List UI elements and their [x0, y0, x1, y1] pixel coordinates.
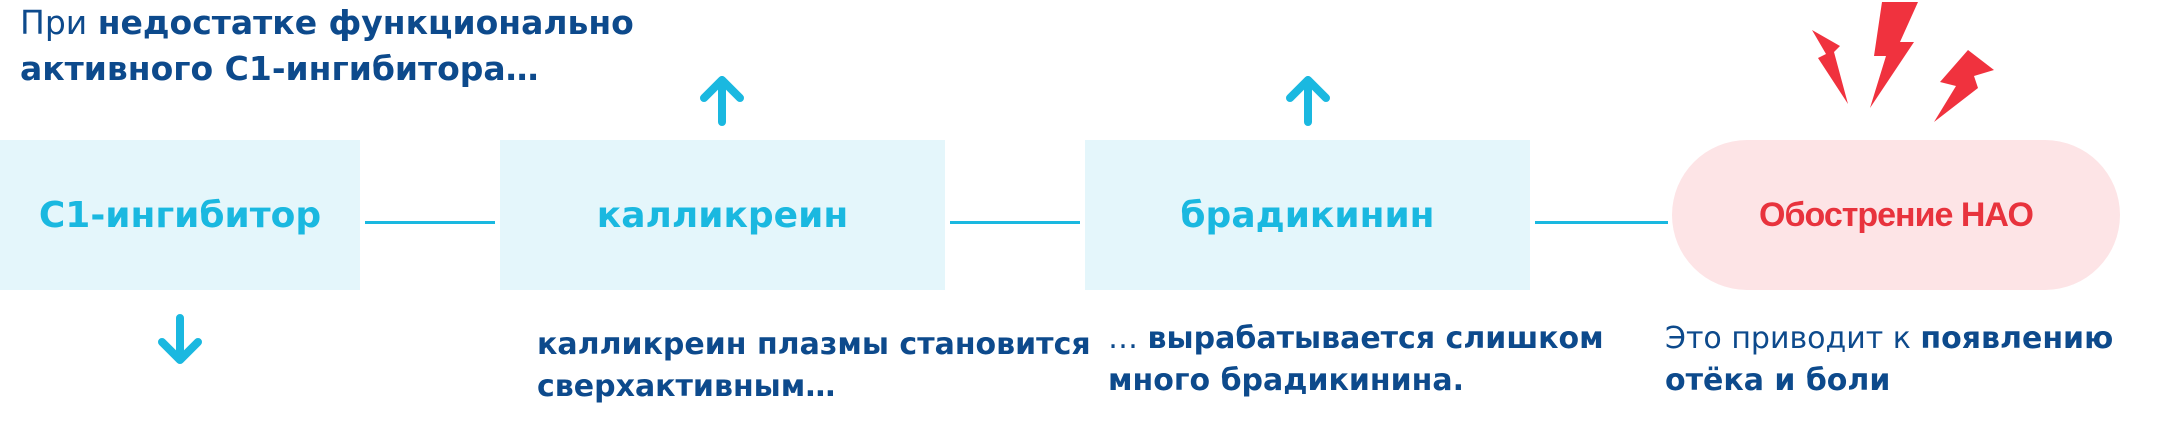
outcome-description: Это приводит к появлению отёка и боли [1665, 318, 2165, 402]
node-kallikrein: калликреин [500, 140, 945, 290]
outcome-description-prefix: Это приводит к [1665, 321, 1921, 356]
node-bradykinin: брадикинин [1085, 140, 1530, 290]
bradykinin-description: … вырабатывается слишком много брадикини… [1108, 318, 1628, 402]
node-hae-attack: Обострение НАО [1672, 140, 2120, 290]
intro-prefix: При [20, 3, 98, 42]
arrow-down-icon [158, 314, 202, 364]
bradykinin-description-prefix: … [1108, 321, 1148, 356]
connector-line [365, 221, 495, 224]
lightning-bolts-icon [1812, 2, 1994, 122]
kallikrein-description: калликреин плазмы становится сверхактивн… [537, 327, 1091, 404]
intro-bold-line2: активного С1-ингибитора… [20, 49, 539, 88]
connector-line [1535, 221, 1668, 224]
node-c1-inhibitor-label: С1-ингибитор [38, 194, 322, 236]
arrow-up-icon [1286, 76, 1330, 126]
outcome-description-bold: появлению отёка и боли [1665, 321, 2114, 398]
node-bradykinin-label: брадикинин [1180, 194, 1435, 236]
connector-line [950, 221, 1080, 224]
node-hae-attack-label: Обострение НАО [1759, 195, 2034, 234]
intro-text: При недостатке функционально активного С… [20, 0, 720, 92]
intro-bold-line1: недостатке функционально [97, 3, 634, 42]
node-kallikrein-label: калликреин [596, 194, 849, 236]
bradykinin-description-bold: вырабатывается слишком много брадикинина… [1108, 321, 1604, 398]
arrow-up-icon [700, 76, 744, 126]
node-c1-inhibitor: С1-ингибитор [0, 140, 360, 290]
